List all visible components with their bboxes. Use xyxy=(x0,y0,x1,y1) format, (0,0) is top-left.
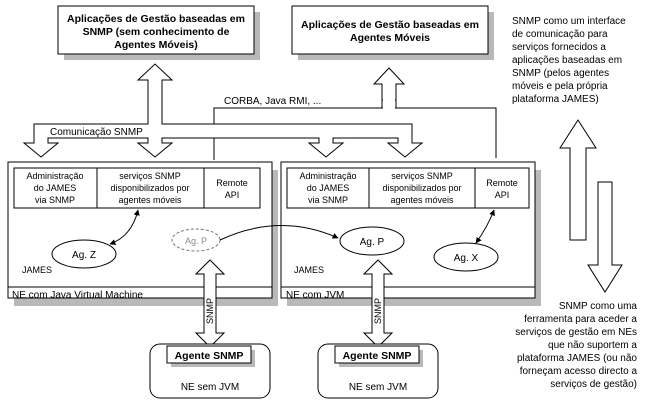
agent-x-connector xyxy=(475,209,495,244)
module-admin-line: Administração xyxy=(299,171,356,181)
top-box-mobile-agent-apps-line: Agentes Móveis xyxy=(350,32,430,44)
top-box-snmp-apps-line: Aplicações de Gestão baseadas em xyxy=(67,13,245,25)
note-top-right-line: móveis e pela própria xyxy=(512,81,608,92)
snmp-vertical-label: SNMP xyxy=(373,298,383,324)
module-snmp-services-line: serviços SNMP xyxy=(391,171,453,181)
agent-x-ellipse xyxy=(433,242,499,272)
james-label: JAMES xyxy=(294,265,324,275)
note-bottom-right: SNMP como uma ferramenta para aceder a s… xyxy=(515,301,637,390)
agent-p-ghost-label: Ag. P xyxy=(185,236,207,246)
module-snmp-services-line: disponibilizados por xyxy=(382,183,461,193)
note-top-right-line: SNMP (pelos agentes xyxy=(512,68,609,79)
ne-right-footer: NE com JVM xyxy=(286,290,344,301)
note-top-right-line: SNMP como um interface xyxy=(512,16,626,27)
agent-migration-arrow xyxy=(219,225,339,241)
hollow-arrow-to-mobile-apps xyxy=(372,67,406,110)
note-top-right-line: serviços fornecidos a xyxy=(512,42,606,53)
james-label: JAMES xyxy=(22,265,52,275)
ne-left-footer: NE com Java Virtual Machine xyxy=(12,290,143,301)
top-box-snmp-apps-line: SNMP (sem conhecimento de xyxy=(83,26,230,38)
top-box-mobile-agent-apps: Aplicações de Gestão baseadas em Agentes… xyxy=(291,5,494,60)
module-snmp-services-line: serviços SNMP xyxy=(119,171,181,181)
top-box-snmp-apps: Aplicações de Gestão baseadas em SNMP (s… xyxy=(57,5,260,60)
hollow-up-arrow-icon xyxy=(559,119,597,241)
note-bottom-right-line: serviços de gestão) xyxy=(550,379,637,390)
ne-without-jvm-caption: NE sem JVM xyxy=(181,382,239,393)
module-admin-line: Administração xyxy=(26,171,83,181)
module-snmp-services-line: agentes móveis xyxy=(118,195,182,205)
module-admin-line: do JAMES xyxy=(34,183,77,193)
top-box-snmp-apps-line: Agentes Móveis) xyxy=(114,39,197,51)
snmp-communication-bus xyxy=(22,63,424,158)
top-box-mobile-agent-apps-line: Aplicações de Gestão baseadas em xyxy=(301,19,479,31)
corba-label: CORBA, Java RMI, ... xyxy=(224,96,321,107)
note-top-right-line: plataforma JAMES) xyxy=(512,94,599,105)
note-bottom-right-line: serviços de gestão em NEs xyxy=(515,327,637,338)
agent-p-label: Ag. P xyxy=(360,237,385,248)
agent-p-ellipse xyxy=(339,226,405,256)
snmp-agent-label: Agente SNMP xyxy=(175,350,244,362)
note-top-right: SNMP como um interface de comunicação pa… xyxy=(512,16,626,105)
ne-without-jvm-right: Agente SNMP NE sem JVM xyxy=(317,343,439,399)
module-admin-line: via SNMP xyxy=(308,195,348,205)
agent-z-connector xyxy=(109,209,140,245)
snmp-communication-label: Comunicação SNMP xyxy=(50,127,143,138)
module-snmp-services-line: disponibilizados por xyxy=(110,183,189,193)
snmp-vertical-label: SNMP xyxy=(205,298,215,324)
module-admin-line: do JAMES xyxy=(307,183,350,193)
module-remote-api-line: API xyxy=(225,190,240,200)
note-bottom-right-line: plataforma JAMES (ou não xyxy=(517,353,637,364)
ne-without-jvm-caption: NE sem JVM xyxy=(349,382,407,393)
module-remote-api-line: Remote xyxy=(486,178,518,188)
ne-left xyxy=(7,161,278,306)
agent-z-ellipse xyxy=(51,239,117,269)
snmp-agent-label: Agente SNMP xyxy=(343,350,412,362)
note-top-right-line: de comunicação para xyxy=(512,29,608,40)
module-admin-line: via SNMP xyxy=(35,195,75,205)
hollow-down-arrow-icon xyxy=(587,181,623,293)
note-top-right-line: aplicações baseadas em xyxy=(512,55,622,66)
note-bottom-right-line: que não suportem a xyxy=(548,340,637,351)
agent-z-label: Ag. Z xyxy=(72,250,96,261)
module-remote-api-line: API xyxy=(495,190,510,200)
note-bottom-right-line: ferramenta para aceder a xyxy=(524,314,637,325)
ne-without-jvm-left: Agente SNMP NE sem JVM xyxy=(149,343,271,399)
note-bottom-right-line: SNMP como uma xyxy=(559,301,638,312)
note-bottom-right-line: forneçam acesso directo a xyxy=(520,366,638,377)
module-snmp-services-line: agentes móveis xyxy=(390,195,454,205)
ne-right xyxy=(280,161,541,306)
module-remote-api-line: Remote xyxy=(216,178,248,188)
agent-x-label: Ag. X xyxy=(454,253,479,264)
